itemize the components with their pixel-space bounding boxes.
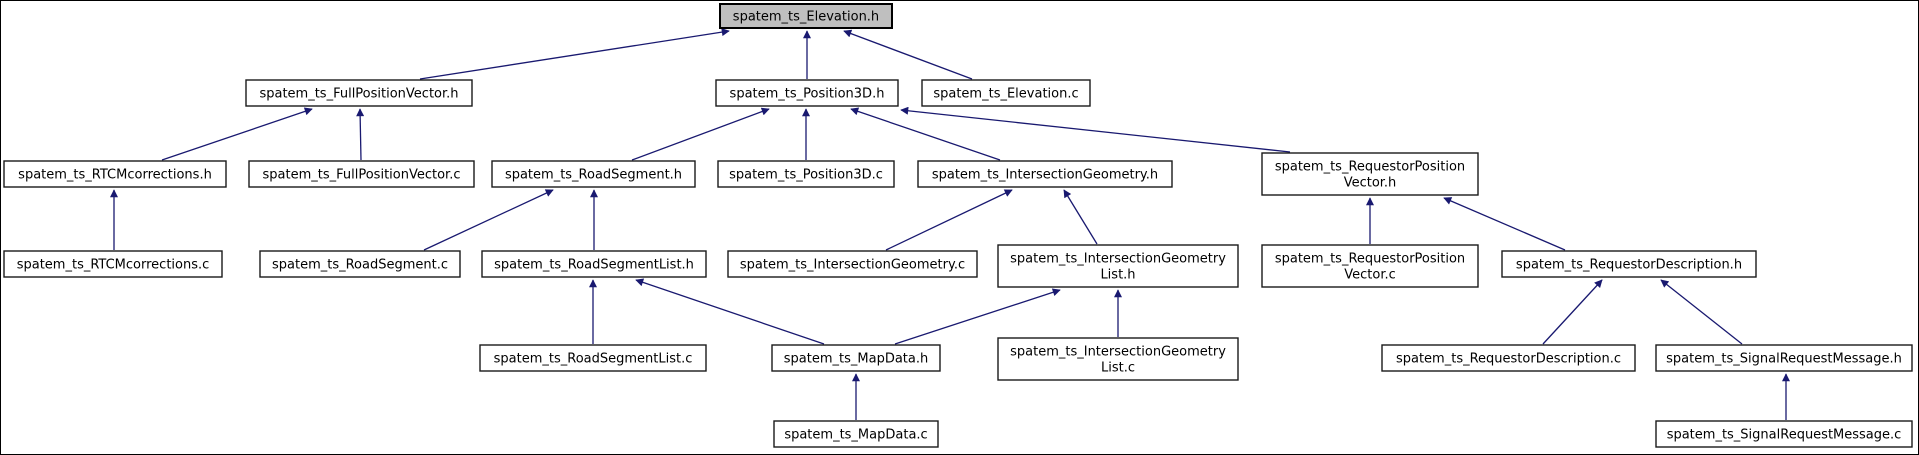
node-label-requestordescription_h: spatem_ts_RequestorDescription.h: [1516, 258, 1742, 273]
node-label-intersectiongeometrylist_c-line1: spatem_ts_IntersectionGeometry: [1010, 345, 1226, 360]
node-requestordescription_h[interactable]: spatem_ts_RequestorDescription.h: [1501, 250, 1757, 278]
node-position3d_c[interactable]: spatem_ts_Position3D.c: [717, 160, 895, 188]
node-label-requestorpositionvector_h-line2: Vector.h: [1344, 176, 1397, 191]
node-box-intersectiongeometry_h[interactable]: [917, 160, 1173, 188]
node-box-position3d_h[interactable]: [715, 79, 899, 107]
node-box-roadsegment_c[interactable]: [259, 250, 461, 278]
node-label-roadsegment_h: spatem_ts_RoadSegment.h: [505, 168, 682, 183]
node-label-requestordescription_c: spatem_ts_RequestorDescription.c: [1396, 352, 1621, 367]
include-edge-fullpositionvector_c-to-fullpositionvector_h: [356, 108, 365, 161]
include-edge-intersectiongeometry_h-to-position3d_h: [850, 107, 1001, 161]
node-box-mapdata_h[interactable]: [771, 344, 941, 372]
node-label-position3d_c: spatem_ts_Position3D.c: [729, 168, 883, 183]
include-edge-intersectiongeometry_c-to-intersectiongeometry_h: [885, 189, 1013, 251]
node-box-roadsegment_h[interactable]: [491, 160, 696, 188]
include-edge-fullpositionvector_h-to-elevation_h: [419, 28, 730, 80]
node-label-intersectiongeometry_c: spatem_ts_IntersectionGeometry.c: [740, 258, 965, 273]
node-box-elevation_c[interactable]: [921, 79, 1091, 107]
node-box-fullpositionvector_h[interactable]: [245, 79, 473, 107]
include-edge-signalrequestmessage_h-to-requestordescription_h: [1660, 279, 1743, 345]
include-edge-requestordescription_c-to-requestordescription_h: [1542, 279, 1603, 345]
include-edge-intersectiongeometrylist_h-to-intersectiongeometry_h: [1063, 189, 1098, 245]
node-label-roadsegmentlist_h: spatem_ts_RoadSegmentList.h: [494, 258, 694, 273]
node-label-rtcmcorrections_h: spatem_ts_RTCMcorrections.h: [18, 168, 212, 183]
node-signalrequestmessage_c[interactable]: spatem_ts_SignalRequestMessage.c: [1655, 420, 1913, 448]
include-edge-requestorpositionvector_h-to-position3d_h: [900, 106, 1291, 153]
node-box-intersectiongeometry_c[interactable]: [727, 250, 978, 278]
node-position3d_h[interactable]: spatem_ts_Position3D.h: [715, 79, 899, 107]
node-roadsegment_c[interactable]: spatem_ts_RoadSegment.c: [259, 250, 461, 278]
include-edge-elevation_c-to-elevation_h: [843, 29, 973, 80]
node-rtcmcorrections_h[interactable]: spatem_ts_RTCMcorrections.h: [3, 160, 227, 188]
node-roadsegment_h[interactable]: spatem_ts_RoadSegment.h: [491, 160, 696, 188]
node-box-position3d_c[interactable]: [717, 160, 895, 188]
node-label-intersectiongeometrylist_h-line2: List.h: [1100, 268, 1135, 283]
node-label-position3d_h: spatem_ts_Position3D.h: [730, 87, 885, 102]
node-label-requestorpositionvector_c-line2: Vector.c: [1344, 268, 1396, 283]
include-edge-roadsegment_h-to-position3d_h: [631, 107, 770, 161]
node-label-mapdata_c: spatem_ts_MapData.c: [784, 428, 927, 443]
node-box-intersectiongeometrylist_h[interactable]: [997, 244, 1239, 288]
node-elevation_c[interactable]: spatem_ts_Elevation.c: [921, 79, 1091, 107]
node-rtcmcorrections_c[interactable]: spatem_ts_RTCMcorrections.c: [3, 250, 223, 278]
node-label-requestorpositionvector_h-line1: spatem_ts_RequestorPosition: [1275, 160, 1465, 175]
node-label-roadsegmentlist_c: spatem_ts_RoadSegmentList.c: [494, 352, 693, 367]
node-intersectiongeometry_h[interactable]: spatem_ts_IntersectionGeometry.h: [917, 160, 1173, 188]
node-label-elevation_c: spatem_ts_Elevation.c: [933, 87, 1078, 102]
node-label-signalrequestmessage_c: spatem_ts_SignalRequestMessage.c: [1667, 428, 1902, 443]
node-mapdata_h[interactable]: spatem_ts_MapData.h: [771, 344, 941, 372]
node-label-fullpositionvector_c: spatem_ts_FullPositionVector.c: [263, 168, 461, 183]
node-box-roadsegmentlist_h[interactable]: [481, 250, 707, 278]
node-box-rtcmcorrections_c[interactable]: [3, 250, 223, 278]
node-signalrequestmessage_h[interactable]: spatem_ts_SignalRequestMessage.h: [1655, 344, 1913, 372]
node-roadsegmentlist_c[interactable]: spatem_ts_RoadSegmentList.c: [479, 344, 707, 372]
include-edge-requestordescription_h-to-requestorpositionvector_h: [1443, 197, 1566, 251]
node-box-elevation_h[interactable]: [719, 3, 893, 29]
node-label-rtcmcorrections_c: spatem_ts_RTCMcorrections.c: [17, 258, 210, 273]
include-edge-roadsegment_c-to-roadsegment_h: [423, 189, 554, 251]
node-box-fullpositionvector_c[interactable]: [248, 160, 475, 188]
node-label-elevation_h: spatem_ts_Elevation.h: [733, 10, 879, 25]
node-label-intersectiongeometry_h: spatem_ts_IntersectionGeometry.h: [932, 168, 1158, 183]
node-elevation_h[interactable]: spatem_ts_Elevation.h: [719, 3, 893, 29]
node-box-rtcmcorrections_h[interactable]: [3, 160, 227, 188]
node-requestordescription_c[interactable]: spatem_ts_RequestorDescription.c: [1381, 344, 1636, 372]
node-intersectiongeometry_c[interactable]: spatem_ts_IntersectionGeometry.c: [727, 250, 978, 278]
node-mapdata_c[interactable]: spatem_ts_MapData.c: [773, 420, 939, 448]
include-edge-mapdata_h-to-intersectiongeometrylist_h: [894, 288, 1061, 345]
node-box-requestordescription_h[interactable]: [1501, 250, 1757, 278]
node-label-intersectiongeometrylist_h-line1: spatem_ts_IntersectionGeometry: [1010, 252, 1226, 267]
node-box-requestordescription_c[interactable]: [1381, 344, 1636, 372]
node-label-requestorpositionvector_c-line1: spatem_ts_RequestorPosition: [1275, 252, 1465, 267]
include-edge-rtcmcorrections_h-to-fullpositionvector_h: [161, 107, 313, 161]
node-box-signalrequestmessage_h[interactable]: [1655, 344, 1913, 372]
node-box-signalrequestmessage_c[interactable]: [1655, 420, 1913, 448]
node-roadsegmentlist_h[interactable]: spatem_ts_RoadSegmentList.h: [481, 250, 707, 278]
node-box-requestorpositionvector_h[interactable]: [1261, 152, 1479, 196]
include-edge-mapdata_h-to-roadsegmentlist_h: [635, 278, 825, 345]
node-label-fullpositionvector_h: spatem_ts_FullPositionVector.h: [259, 87, 458, 102]
node-label-signalrequestmessage_h: spatem_ts_SignalRequestMessage.h: [1666, 352, 1902, 367]
node-box-mapdata_c[interactable]: [773, 420, 939, 448]
node-box-intersectiongeometrylist_c[interactable]: [997, 337, 1239, 381]
node-fullpositionvector_c[interactable]: spatem_ts_FullPositionVector.c: [248, 160, 475, 188]
node-box-roadsegmentlist_c[interactable]: [479, 344, 707, 372]
node-label-intersectiongeometrylist_c-line2: List.c: [1101, 361, 1135, 376]
node-box-requestorpositionvector_c[interactable]: [1261, 244, 1479, 288]
node-label-roadsegment_c: spatem_ts_RoadSegment.c: [272, 258, 448, 273]
node-label-mapdata_h: spatem_ts_MapData.h: [784, 352, 928, 367]
node-fullpositionvector_h[interactable]: spatem_ts_FullPositionVector.h: [245, 79, 473, 107]
